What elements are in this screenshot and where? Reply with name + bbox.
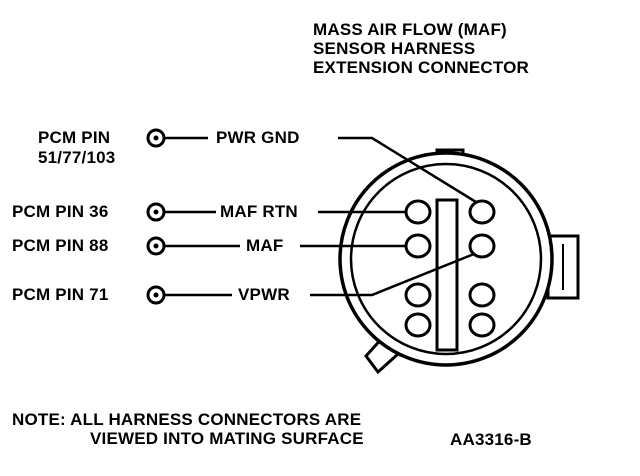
- title-line-1: MASS AIR FLOW (MAF): [313, 20, 507, 39]
- connector-inner-ring: [349, 162, 543, 356]
- signal-label-pwr-gnd: PWR GND: [216, 128, 300, 147]
- signal-label-maf-rtn: MAF RTN: [220, 202, 298, 221]
- pcm-pin-label-maf: PCM PIN 88: [12, 236, 109, 255]
- connector-center-key: [435, 198, 459, 352]
- note-text: NOTE: ALL HARNESS CONNECTORS ARE VIEWED …: [12, 410, 364, 448]
- leader-pwr-gnd: [338, 136, 477, 204]
- title-line-3: EXTENSION CONNECTOR: [313, 58, 530, 77]
- leader-lines: [300, 136, 477, 297]
- pcm-pin-label-pwr-gnd: PCM PIN: [38, 128, 111, 147]
- note-line-1: NOTE: ALL HARNESS CONNECTORS ARE: [12, 410, 362, 429]
- pcm-pin-label-maf-rtn: PCM PIN 36: [12, 202, 109, 221]
- terminal-circles: [146, 128, 166, 305]
- pcm-pin-label-vpwr: PCM PIN 71: [12, 285, 109, 304]
- pin-sockets: [404, 199, 496, 338]
- title-line-2: SENSOR HARNESS: [313, 39, 476, 58]
- connector-body: [338, 148, 580, 375]
- signal-label-vpwr: VPWR: [238, 285, 290, 304]
- note-line-2: VIEWED INTO MATING SURFACE: [90, 429, 364, 448]
- pcm-pin-number-pwr-gnd: 51/77/103: [38, 148, 116, 167]
- terminal-leads: [164, 136, 240, 297]
- signal-label-maf: MAF: [246, 236, 284, 255]
- figure-code: AA3316-B: [450, 430, 532, 449]
- diagram-title: MASS AIR FLOW (MAF) SENSOR HARNESS EXTEN…: [313, 20, 529, 77]
- leader-vpwr: [310, 252, 475, 297]
